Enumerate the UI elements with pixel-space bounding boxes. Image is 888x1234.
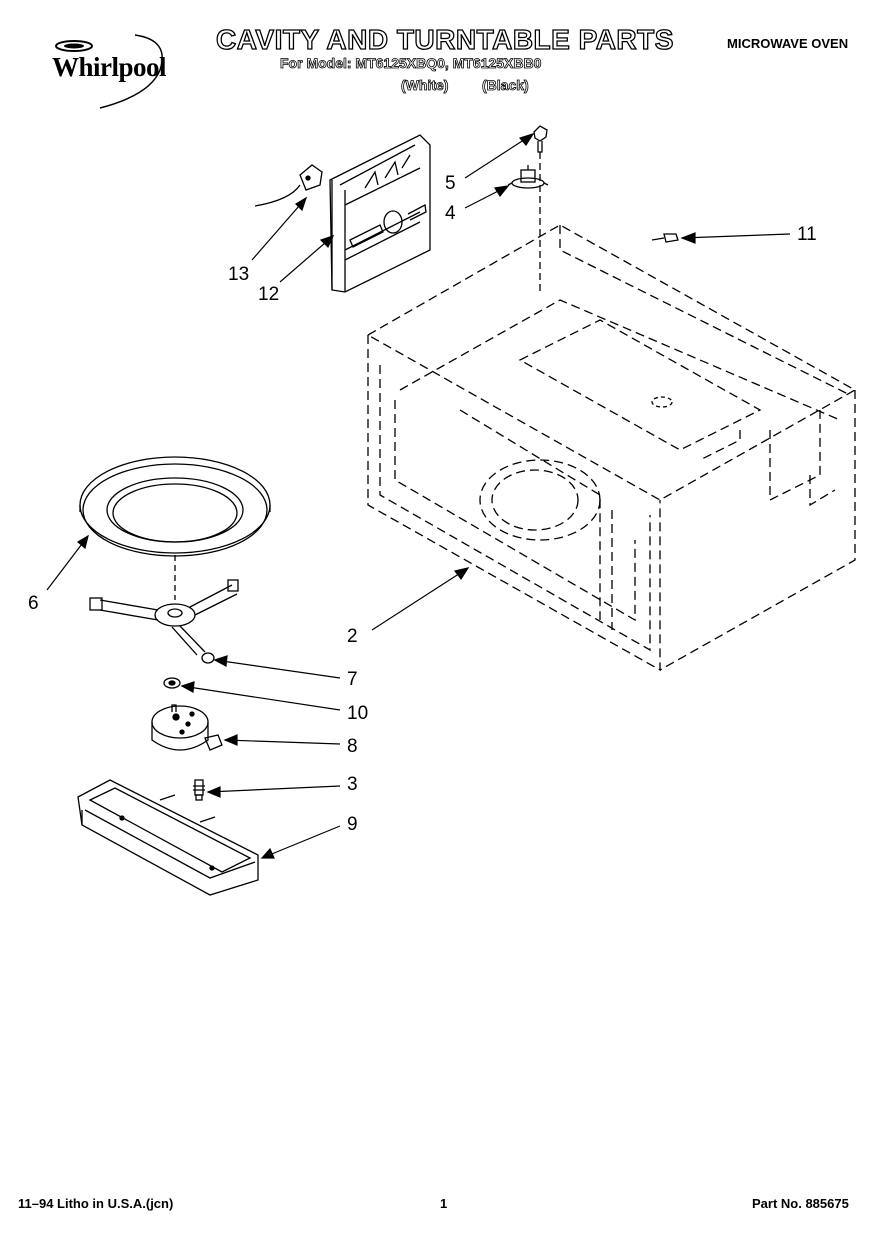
screw-part-11: [651, 233, 679, 243]
turntable-motor-part: [151, 704, 223, 751]
variant-black: (Black): [482, 77, 529, 94]
callout-3: 3: [347, 774, 358, 795]
footer-part-number: Part No. 885675: [752, 1196, 849, 1211]
callout-4: 4: [445, 203, 456, 224]
callout-5: 5: [445, 173, 456, 194]
product-type: MICROWAVE OVEN: [727, 36, 849, 51]
callout-8: 8: [347, 736, 358, 757]
brand-name: Whirlpool: [52, 52, 167, 82]
cavity-vent-hole: [651, 396, 673, 408]
cavity-turntable-recess: [491, 469, 579, 531]
callout-13: 13: [228, 264, 250, 285]
callout-9: 9: [347, 814, 358, 835]
page-title: CAVITY AND TURNTABLE PARTS: [215, 23, 674, 55]
roller-support-part: [89, 579, 239, 664]
callout-12: 12: [258, 284, 280, 305]
callout-7: 7: [347, 669, 358, 690]
model-line: For Model: MT6125XBQ0, MT6125XBB0: [280, 55, 542, 72]
cavity-turntable-recess-outer: [479, 459, 601, 541]
screw-part-5: [533, 125, 548, 153]
connector-wire-part: [254, 164, 323, 207]
callout-10: 10: [347, 703, 369, 724]
thermostat-part-4: [507, 165, 549, 189]
leader-arrows: [46, 132, 791, 859]
callout-2: 2: [347, 626, 358, 647]
callout-6: 6: [28, 593, 39, 614]
motor-cover-part: [77, 779, 259, 896]
front-frame-part: [329, 134, 431, 293]
footer-page-number: 1: [440, 1196, 448, 1211]
callout-11: 11: [797, 224, 817, 245]
washer-part: [163, 677, 181, 689]
cavity-outline: [366, 224, 857, 672]
screw-part-3: [193, 779, 205, 801]
whirlpool-logo: [55, 34, 163, 109]
footer-litho: 11–94 Litho in U.S.A.(jcn): [18, 1196, 174, 1211]
turntable-ring-part: [79, 456, 271, 557]
variant-white: (White): [401, 77, 449, 94]
